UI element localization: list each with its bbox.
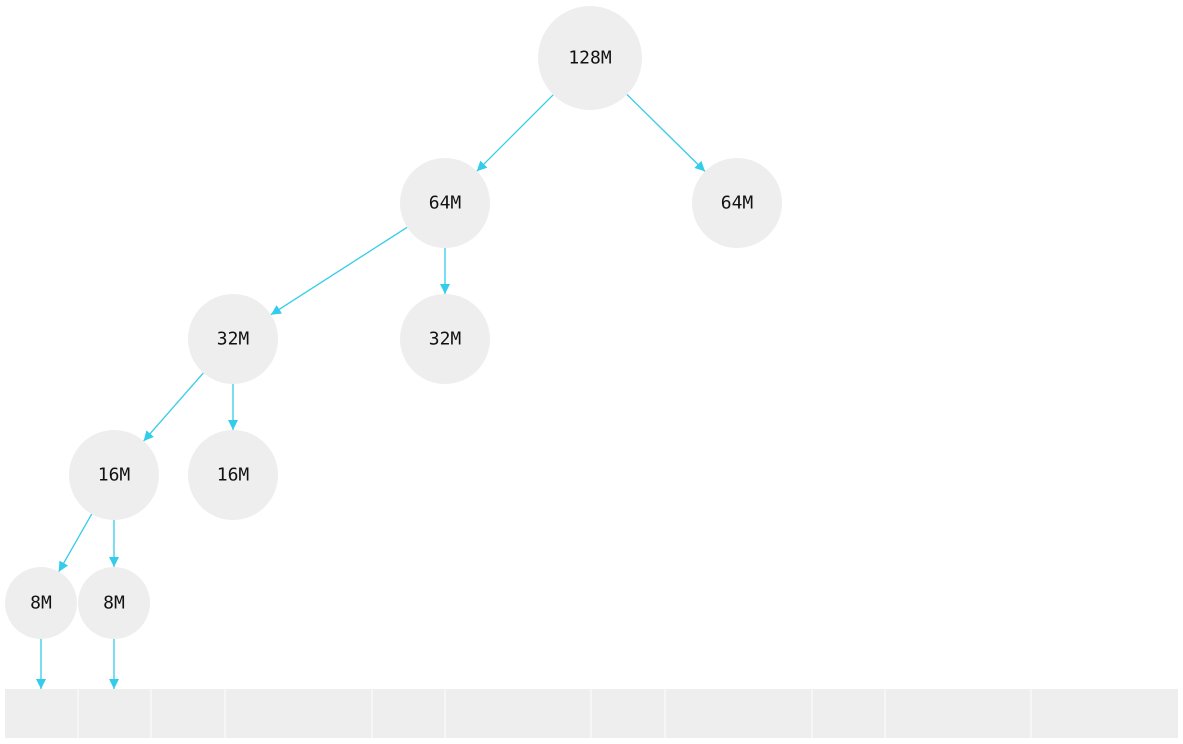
memory-segment [372, 689, 445, 738]
node-label: 64M [429, 193, 462, 214]
memory-segment [151, 689, 225, 738]
memory-segment [5, 689, 78, 738]
node-circle [5, 567, 77, 639]
tree-node: 32M [188, 294, 278, 384]
tree-node: 8M [5, 567, 77, 639]
node-circle [538, 6, 642, 110]
node-label: 128M [568, 48, 612, 69]
memory-segment [1031, 689, 1178, 738]
node-circle [400, 294, 490, 384]
node-circle [692, 158, 782, 248]
edge-arrow [58, 513, 93, 573]
node-label: 32M [217, 329, 250, 350]
edge-arrow [626, 94, 706, 172]
node-label: 8M [30, 593, 52, 614]
memory-segment [225, 689, 372, 738]
tree-node: 8M [78, 567, 150, 639]
tree-node: 64M [400, 158, 490, 248]
node-circle [188, 294, 278, 384]
tree-node: 32M [400, 294, 490, 384]
edge-arrow [476, 94, 554, 172]
node-label: 64M [721, 193, 754, 214]
edge-arrow [143, 372, 204, 442]
tree-node: 64M [692, 158, 782, 248]
memory-segment [591, 689, 665, 738]
node-circle [69, 430, 159, 520]
node-label: 32M [429, 329, 462, 350]
node-circle [188, 430, 278, 520]
nodes: 128M 64M 64M 32M 32M 16M 16M 8M 8M [5, 6, 782, 639]
memory-segment [812, 689, 885, 738]
tree-node: 16M [188, 430, 278, 520]
edge-arrow [270, 226, 408, 316]
node-circle [78, 567, 150, 639]
memory-segment [78, 689, 151, 738]
tree-node: 16M [69, 430, 159, 520]
node-label: 8M [103, 593, 125, 614]
tree-node: 128M [538, 6, 642, 110]
node-circle [400, 158, 490, 248]
memory-segment [885, 689, 1031, 738]
memory-bar [5, 689, 1178, 738]
edges [36, 94, 706, 689]
node-label: 16M [98, 465, 131, 486]
memory-segment [665, 689, 812, 738]
memory-segment [445, 689, 591, 738]
node-label: 16M [217, 465, 250, 486]
